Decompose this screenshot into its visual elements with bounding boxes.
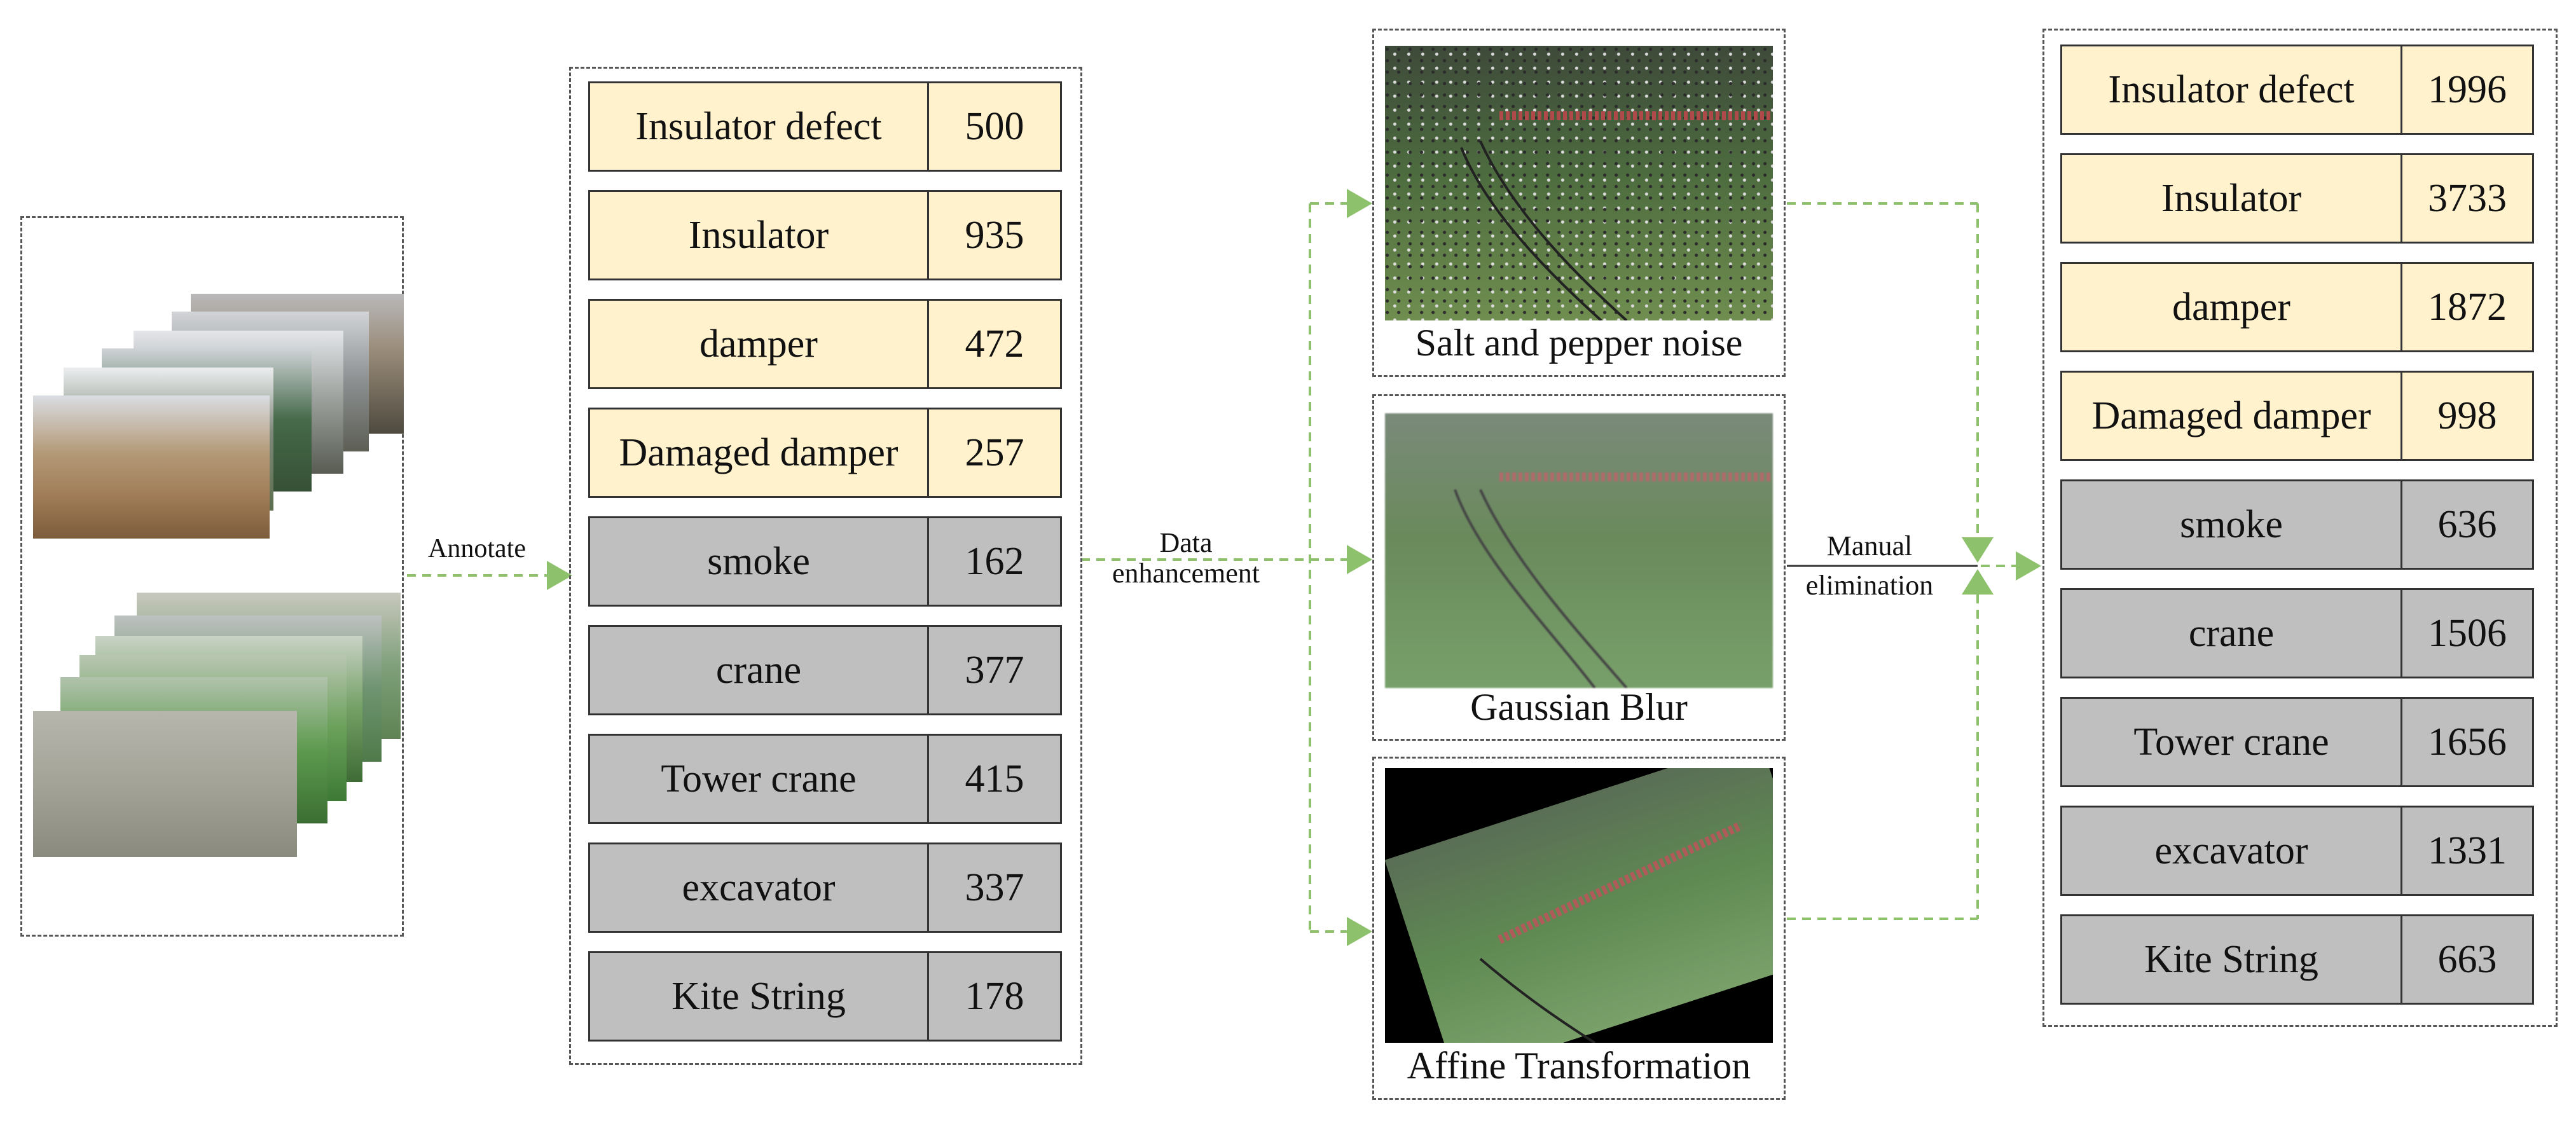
augmented-class-label: Tower crane xyxy=(2062,699,2402,785)
augmented-class-count: 1872 xyxy=(2428,285,2507,329)
original-row: smoke 162 xyxy=(588,516,1062,607)
augmented-row: excavator 1331 xyxy=(2060,806,2534,896)
augmented-row: damper 1872 xyxy=(2060,262,2534,352)
original-class-label: damper xyxy=(590,301,929,387)
original-class-count: 257 xyxy=(965,430,1024,474)
augmentation-panel-affine xyxy=(1372,757,1786,1100)
augmented-row: Damaged damper 998 xyxy=(2060,371,2534,461)
augmented-row: Insulator 3733 xyxy=(2060,153,2534,244)
affine-power-line xyxy=(1479,821,1743,1043)
augmented-class-count: 3733 xyxy=(2428,176,2507,220)
original-class-label: Damaged damper xyxy=(590,409,929,496)
affine-caption: Affine Transformation xyxy=(1407,1045,1751,1087)
original-row: Damaged damper 257 xyxy=(588,408,1062,498)
augmented-class-count: 1331 xyxy=(2428,829,2507,872)
augmented-class-count: 636 xyxy=(2437,502,2497,546)
original-class-label: Tower crane xyxy=(590,736,929,822)
annotate-label: Annotate xyxy=(428,534,526,563)
original-row: Insulator 935 xyxy=(588,190,1062,280)
affine-preview-image xyxy=(1385,768,1773,1043)
augmented-row: smoke 636 xyxy=(2060,479,2534,570)
augmented-class-label: Insulator xyxy=(2062,155,2402,242)
original-class-label: Kite String xyxy=(590,953,929,1040)
merge-arrow-down xyxy=(1962,537,1994,563)
augmented-row: Tower crane 1656 xyxy=(2060,697,2534,787)
augmented-class-label: Damaged damper xyxy=(2062,373,2402,459)
original-row: crane 377 xyxy=(588,625,1062,715)
original-class-label: crane xyxy=(590,627,929,713)
original-class-count: 377 xyxy=(965,648,1024,692)
blur-caption: Gaussian Blur xyxy=(1470,686,1688,728)
original-row: excavator 337 xyxy=(588,842,1062,933)
augmented-class-label: smoke xyxy=(2062,481,2402,568)
original-row: Tower crane 415 xyxy=(588,734,1062,824)
noise-power-line xyxy=(1460,111,1773,320)
augmentation-panel-blur xyxy=(1372,394,1786,741)
original-row: Kite String 178 xyxy=(588,951,1062,1042)
original-class-label: Insulator defect xyxy=(590,83,929,170)
original-class-count: 162 xyxy=(965,539,1024,583)
original-class-label: smoke xyxy=(590,518,929,605)
original-row: Insulator defect 500 xyxy=(588,81,1062,172)
original-class-count: 415 xyxy=(965,757,1024,801)
stack-bottom-photo-front xyxy=(33,711,297,857)
original-row: damper 472 xyxy=(588,299,1062,389)
original-class-label: Insulator xyxy=(590,192,929,279)
merge-arrow-up xyxy=(1962,569,1994,595)
stack-top-photo-front xyxy=(33,395,270,539)
noise-caption: Salt and pepper noise xyxy=(1415,322,1743,364)
data-enhancement-line1: Data xyxy=(1159,527,1213,558)
augmented-class-count: 998 xyxy=(2437,394,2497,437)
blur-power-line xyxy=(1454,472,1773,688)
annotate-arrow-head xyxy=(547,561,572,590)
source-images-panel xyxy=(20,216,404,937)
augmented-class-label: Kite String xyxy=(2062,916,2402,1003)
noise-preview-image xyxy=(1385,46,1773,320)
augmented-class-count: 1996 xyxy=(2428,67,2507,111)
blur-preview-image xyxy=(1385,413,1773,688)
augmented-row: crane 1506 xyxy=(2060,588,2534,678)
data-enhancement-label: Data enhancement xyxy=(1091,527,1281,589)
original-class-count: 935 xyxy=(965,213,1024,257)
augmented-row: Kite String 663 xyxy=(2060,914,2534,1005)
augmented-class-label: crane xyxy=(2062,590,2402,677)
original-class-label: excavator xyxy=(590,844,929,931)
original-class-count: 337 xyxy=(965,865,1024,909)
original-class-count: 500 xyxy=(965,104,1024,148)
augmentation-panel-noise xyxy=(1372,29,1786,377)
merge-arrow-output xyxy=(2016,551,2041,581)
manual-elimination-line2: elimination xyxy=(1805,570,1934,602)
augmented-class-count: 1506 xyxy=(2428,611,2507,655)
enhancement-arrow-noise xyxy=(1347,189,1372,218)
original-counts-panel xyxy=(569,67,1082,1065)
data-enhancement-line2: enhancement xyxy=(1112,558,1260,589)
augmented-row: Insulator defect 1996 xyxy=(2060,45,2534,135)
augmented-class-count: 663 xyxy=(2437,937,2497,981)
manual-elimination-label: Manual elimination xyxy=(1790,530,1949,602)
augmented-class-count: 1656 xyxy=(2428,720,2507,764)
manual-elimination-line1: Manual xyxy=(1826,530,1913,561)
original-class-count: 178 xyxy=(965,974,1024,1018)
augmented-counts-panel xyxy=(2042,29,2558,1027)
augmented-class-label: damper xyxy=(2062,264,2402,350)
enhancement-arrow-affine xyxy=(1347,917,1372,946)
original-class-count: 472 xyxy=(965,322,1024,366)
enhancement-arrow-blur xyxy=(1347,545,1372,574)
augmented-class-label: Insulator defect xyxy=(2062,46,2402,133)
augmented-class-label: excavator xyxy=(2062,808,2402,894)
